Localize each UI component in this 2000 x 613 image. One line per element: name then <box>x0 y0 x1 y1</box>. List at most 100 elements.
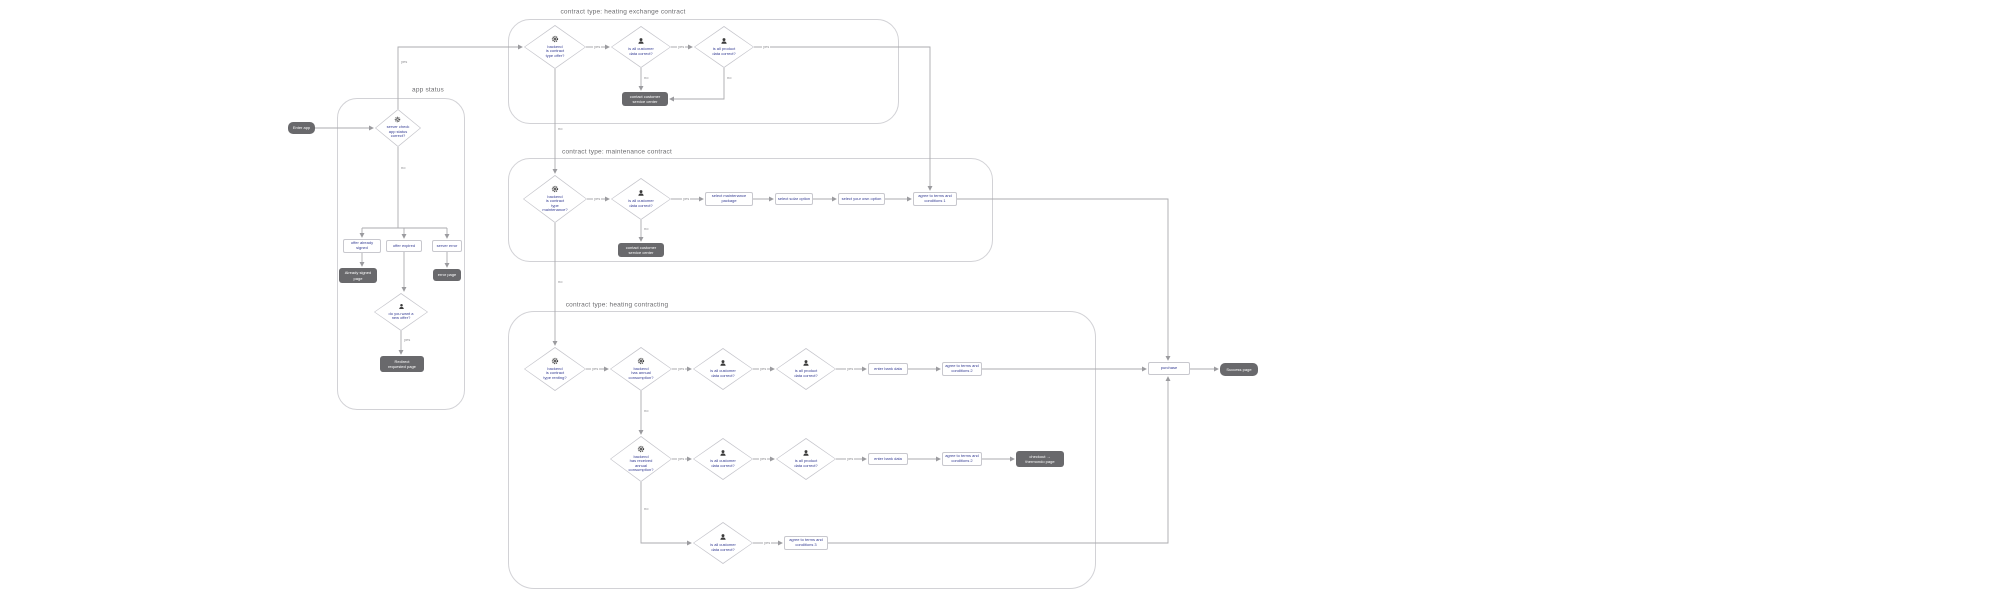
decision-product-data-1: is all product data correct? <box>694 26 754 68</box>
terminal-label: Already signed page <box>344 270 372 281</box>
decision-label: is all customer data correct? <box>710 368 736 378</box>
edge-label-no: no <box>558 279 563 284</box>
process-label: select your own option <box>841 195 882 201</box>
terminal-enter-app-label: Enter app <box>292 125 311 131</box>
group-title-heating-exchange: contract type: heating exchange contract <box>558 8 688 16</box>
decision-contract-type-renting: backend is contract type renting? <box>524 347 586 391</box>
terminal-contact-customer-service-1: contact customer service center <box>622 92 668 106</box>
decision-label: backend is contract type renting? <box>543 365 567 380</box>
group-frame-heating-contracting <box>508 311 1096 589</box>
decision-content: server check app status correct? <box>380 116 417 139</box>
decision-product-data-3: is all product data correct? <box>776 438 836 480</box>
decision-content: is all product data correct? <box>782 449 830 469</box>
process-agree-terms-3: agree to terms and conditions 3 <box>784 536 828 550</box>
decision-content: is all product data correct? <box>782 359 830 379</box>
terminal-enter-app: Enter app <box>288 122 315 134</box>
terminal-label: error page <box>437 272 457 278</box>
process-label: agree to terms and conditions 2 <box>945 453 979 463</box>
decision-label: is all product data correct? <box>794 368 818 378</box>
decision-content: do you want a new offer? <box>379 303 422 322</box>
gear-icon <box>551 185 559 192</box>
edge-label-no: no <box>644 506 649 511</box>
decision-has-annual-consumption: backend has annual consumption? <box>610 347 672 391</box>
decision-content: is all customer data correct? <box>699 359 747 379</box>
person-icon <box>721 38 727 44</box>
process-purchase: purchase <box>1148 362 1190 375</box>
decision-contract-type-offer: backend is contract type offer? <box>524 25 586 69</box>
person-icon <box>720 450 726 456</box>
group-title-app-status: app status <box>410 86 446 94</box>
decision-content: is all customer data correct? <box>699 449 747 469</box>
decision-label: backend has received annual consumption? <box>628 453 654 472</box>
process-select-maintenance-package: select maintenance package <box>705 192 753 206</box>
terminal-error-page: error page <box>433 269 461 281</box>
group-frame-app-status <box>337 98 465 410</box>
decision-customer-data-5: is all customer data correct? <box>693 522 753 564</box>
process-label: agree to terms and conditions 2 <box>945 363 979 373</box>
process-label: offer expired <box>392 242 416 248</box>
edge-label-no: no <box>401 165 406 170</box>
person-icon <box>803 360 809 366</box>
decision-label: backend is contract type maintenance? <box>542 193 568 212</box>
decision-label: backend is contract type offer? <box>545 43 565 58</box>
terminal-label: Success page <box>1226 366 1252 372</box>
decision-content: backend is contract type renting? <box>530 357 580 381</box>
process-offer-already-signed: offer already signed <box>343 239 381 253</box>
decision-customer-data-2: is all customer data correct? <box>611 178 671 220</box>
decision-label: is all customer data correct? <box>628 46 654 56</box>
group-frame-heating-exchange <box>508 19 899 124</box>
decision-label: is all product data correct? <box>712 46 736 56</box>
person-icon <box>720 534 726 540</box>
edge-label-yes: yes <box>763 540 772 545</box>
process-agree-terms-2b: agree to terms and conditions 2 <box>942 452 982 466</box>
edge-label-no: no <box>727 75 732 80</box>
terminal-label: Redirect requested page <box>388 358 416 369</box>
process-label: enter bank data <box>874 455 902 461</box>
edge-label-yes: yes <box>677 366 686 371</box>
decision-label: is all customer data correct? <box>628 198 654 208</box>
terminal-already-signed-page: Already signed page <box>339 268 377 283</box>
decision-label: is all customer data correct? <box>710 542 736 552</box>
person-icon <box>803 450 809 456</box>
process-offer-expired: offer expired <box>386 240 422 252</box>
decision-app-status-check: server check app status correct? <box>375 109 421 147</box>
process-label: offer already signed <box>350 240 374 250</box>
decision-label: is all customer data correct? <box>710 458 736 468</box>
process-label: select maintenance package <box>711 193 747 203</box>
decision-want-new-offer: do you want a new offer? <box>374 293 428 331</box>
terminal-contact-customer-service-2: contact customer service center <box>618 243 664 257</box>
edge-label-yes: yes <box>404 337 411 342</box>
process-enter-bank-data-2: enter bank data <box>868 453 908 465</box>
decision-content: is all customer data correct? <box>617 37 665 57</box>
process-agree-terms-1: agree to terms and conditions 1 <box>913 192 957 206</box>
gear-icon <box>395 117 401 123</box>
process-label: purchase <box>1160 365 1178 371</box>
edge-label-yes: yes <box>593 196 602 201</box>
decision-product-data-2: is all product data correct? <box>776 348 836 390</box>
decision-content: is all customer data correct? <box>617 189 665 209</box>
process-label: select solar option <box>777 195 811 201</box>
process-label: agree to terms and conditions 1 <box>918 193 952 203</box>
edge-label-yes: yes <box>591 366 600 371</box>
process-select-own-option: select your own option <box>838 193 885 205</box>
decision-content: is all customer data correct? <box>699 533 747 553</box>
group-frame-maintenance <box>508 158 993 262</box>
terminal-label: contact customer service center <box>625 244 657 255</box>
process-label: server error <box>436 242 458 248</box>
person-icon <box>398 303 404 309</box>
edge-label-yes: yes <box>846 366 855 371</box>
decision-label: server check app status correct? <box>386 124 410 139</box>
decision-label: is all product data correct? <box>794 458 818 468</box>
edge-label-yes: yes <box>677 456 686 461</box>
process-label: enter bank data <box>874 365 902 371</box>
group-title-maintenance: contract type: maintenance contract <box>560 148 674 156</box>
gear-icon <box>551 357 559 364</box>
gear-icon <box>551 35 559 42</box>
person-icon <box>638 38 644 44</box>
gear-icon <box>637 357 645 364</box>
edge-label-yes: yes <box>682 196 691 201</box>
edge-label-no: no <box>558 126 563 131</box>
decision-label: backend has annual consumption? <box>628 365 654 380</box>
